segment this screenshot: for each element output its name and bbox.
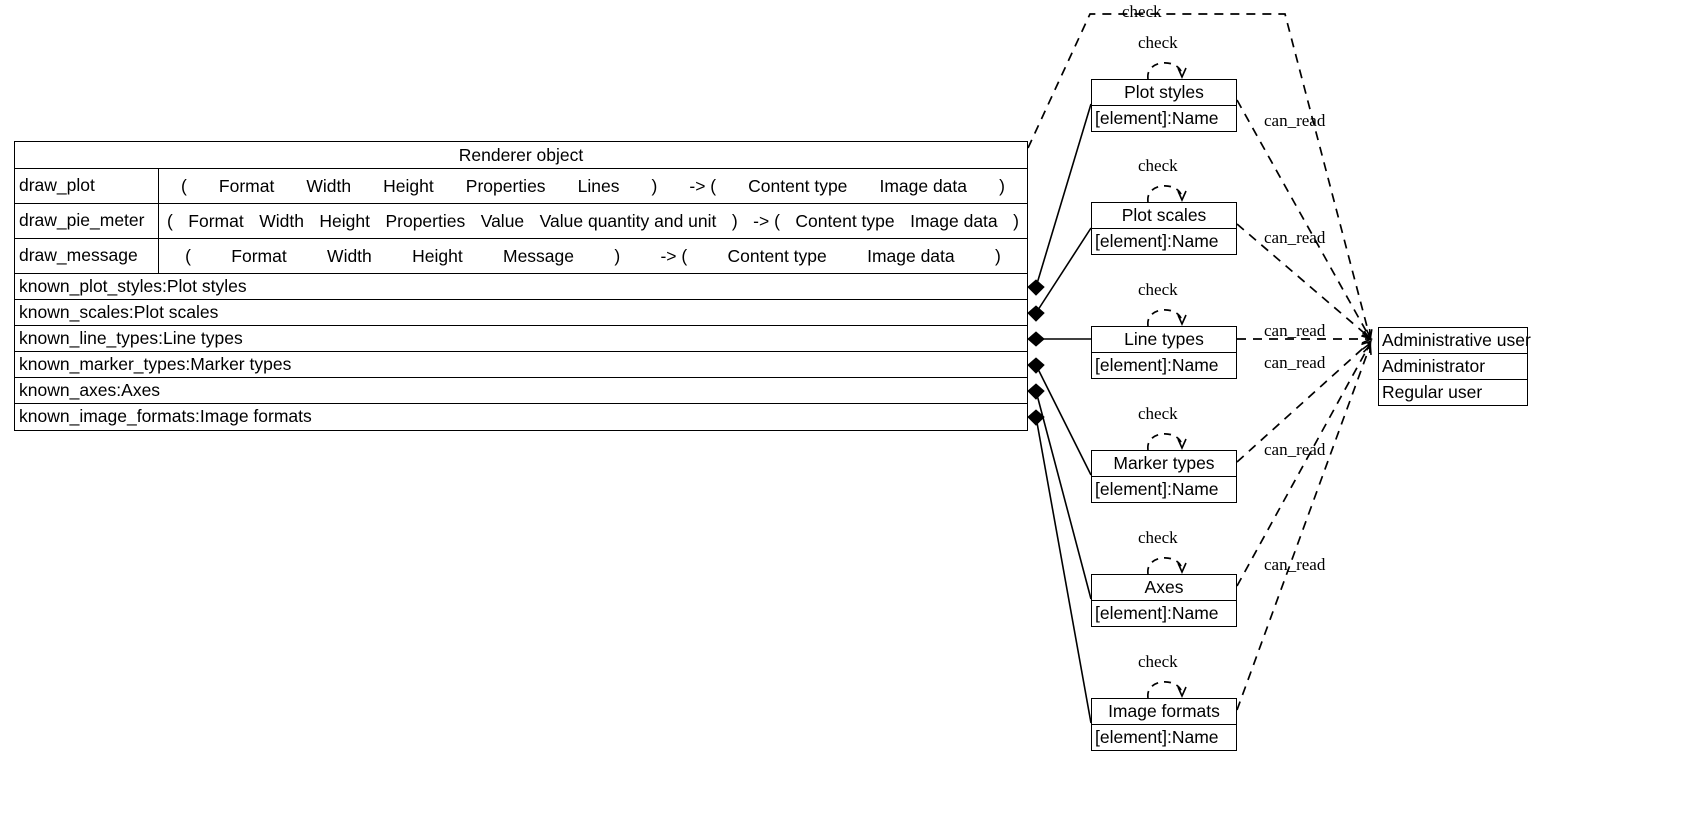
user-role-row: Administrator: [1379, 354, 1527, 380]
return-close-paren: ): [994, 245, 1001, 266]
renderer-object-class: Renderer object draw_plot ( Format Width…: [14, 141, 1028, 431]
method-row-draw-pie-meter: draw_pie_meter ( Format Width Height Pro…: [15, 204, 1027, 239]
close-paren: ): [731, 210, 738, 231]
entity-attribute: [element]:Name: [1095, 355, 1219, 375]
entity-title: Axes: [1092, 575, 1236, 601]
param: Properties: [465, 175, 546, 196]
close-paren: ): [614, 245, 621, 266]
entity-attribute: [element]:Name: [1095, 108, 1219, 128]
edge-label-can-read: can_read: [1264, 321, 1326, 340]
edge-label-check: check: [1138, 156, 1178, 175]
return-value: Image data: [910, 210, 998, 231]
user-class-title: Administrative user: [1379, 328, 1531, 354]
entity-title: Line types: [1092, 327, 1236, 353]
param: Width: [259, 210, 304, 231]
entity-title: Plot scales: [1092, 203, 1236, 229]
return-value: Content type: [795, 210, 895, 231]
entity-marker-types: Marker types [element]:Name: [1091, 450, 1237, 503]
edge-label-check: check: [1138, 404, 1178, 423]
param: Format: [231, 245, 287, 266]
edge-label-check: check: [1122, 2, 1162, 21]
param: Format: [218, 175, 275, 196]
edge-label-check: check: [1138, 280, 1178, 299]
param: Value: [480, 210, 525, 231]
param: Height: [383, 175, 434, 196]
return-value: Image data: [879, 175, 968, 196]
returns-arrow: -> (: [689, 175, 717, 196]
edge-label-check: check: [1138, 33, 1178, 52]
entity-attribute: [element]:Name: [1095, 603, 1219, 623]
method-name: draw_pie_meter: [15, 204, 159, 238]
method-row-draw-message: draw_message ( Format Width Height Messa…: [15, 239, 1027, 274]
edge-label-can-read: can_read: [1264, 111, 1326, 130]
method-signature: ( Format Width Height Message ) -> ( Con…: [159, 239, 1027, 273]
open-paren: (: [185, 245, 191, 266]
param: Format: [188, 210, 244, 231]
entity-title: Image formats: [1092, 699, 1236, 725]
method-name: draw_message: [15, 239, 159, 273]
attribute-row: known_image_formats:Image formats: [19, 406, 312, 426]
param: Height: [412, 245, 463, 266]
entity-title: Plot styles: [1092, 80, 1236, 106]
entity-attribute: [element]:Name: [1095, 727, 1219, 747]
method-row-draw-plot: draw_plot ( Format Width Height Properti…: [15, 169, 1027, 204]
class-title: Renderer object: [15, 142, 1027, 169]
method-signature: ( Format Width Height Properties Value V…: [159, 204, 1027, 238]
method-signature: ( Format Width Height Properties Lines )…: [159, 169, 1027, 203]
param: Height: [319, 210, 370, 231]
open-paren: (: [181, 175, 187, 196]
param: Width: [306, 175, 352, 196]
return-close-paren: ): [999, 175, 1005, 196]
attribute-row: known_scales:Plot scales: [15, 300, 1027, 326]
entity-attribute: [element]:Name: [1095, 479, 1219, 499]
param: Message: [503, 245, 575, 266]
return-value: Content type: [748, 175, 848, 196]
attribute-row: known_marker_types:Marker types: [15, 352, 1027, 378]
user-role-row: Regular user: [1382, 382, 1483, 402]
open-paren: (: [167, 210, 173, 231]
edge-label-check: check: [1138, 652, 1178, 671]
returns-arrow: -> (: [753, 210, 780, 231]
attribute-row: known_axes:Axes: [15, 378, 1027, 404]
administrative-user-class: Administrative user Administrator Regula…: [1378, 327, 1531, 406]
param: Lines: [577, 175, 620, 196]
method-name: draw_plot: [15, 169, 159, 203]
edge-label-can-read: can_read: [1264, 228, 1326, 247]
param: Properties: [385, 210, 466, 231]
entity-title: Marker types: [1092, 451, 1236, 477]
entity-image-formats: Image formats [element]:Name: [1091, 698, 1237, 751]
attribute-row: known_line_types:Line types: [15, 326, 1027, 352]
param: Width: [327, 245, 372, 266]
param: Value quantity and unit: [539, 210, 717, 231]
edge-label-check: check: [1138, 528, 1178, 547]
entity-plot-styles: Plot styles [element]:Name: [1091, 79, 1237, 132]
edge-label-can-read: can_read: [1264, 353, 1326, 372]
returns-arrow: -> (: [660, 245, 688, 266]
return-value: Content type: [727, 245, 827, 266]
entity-axes: Axes [element]:Name: [1091, 574, 1237, 627]
attribute-row: known_plot_styles:Plot styles: [15, 274, 1027, 300]
edge-label-can-read: can_read: [1264, 555, 1326, 574]
return-close-paren: ): [1013, 210, 1019, 231]
entity-plot-scales: Plot scales [element]:Name: [1091, 202, 1237, 255]
edge-label-can-read: can_read: [1264, 440, 1326, 459]
entity-attribute: [element]:Name: [1095, 231, 1219, 251]
close-paren: ): [651, 175, 658, 196]
return-value: Image data: [867, 245, 955, 266]
entity-line-types: Line types [element]:Name: [1091, 326, 1237, 379]
